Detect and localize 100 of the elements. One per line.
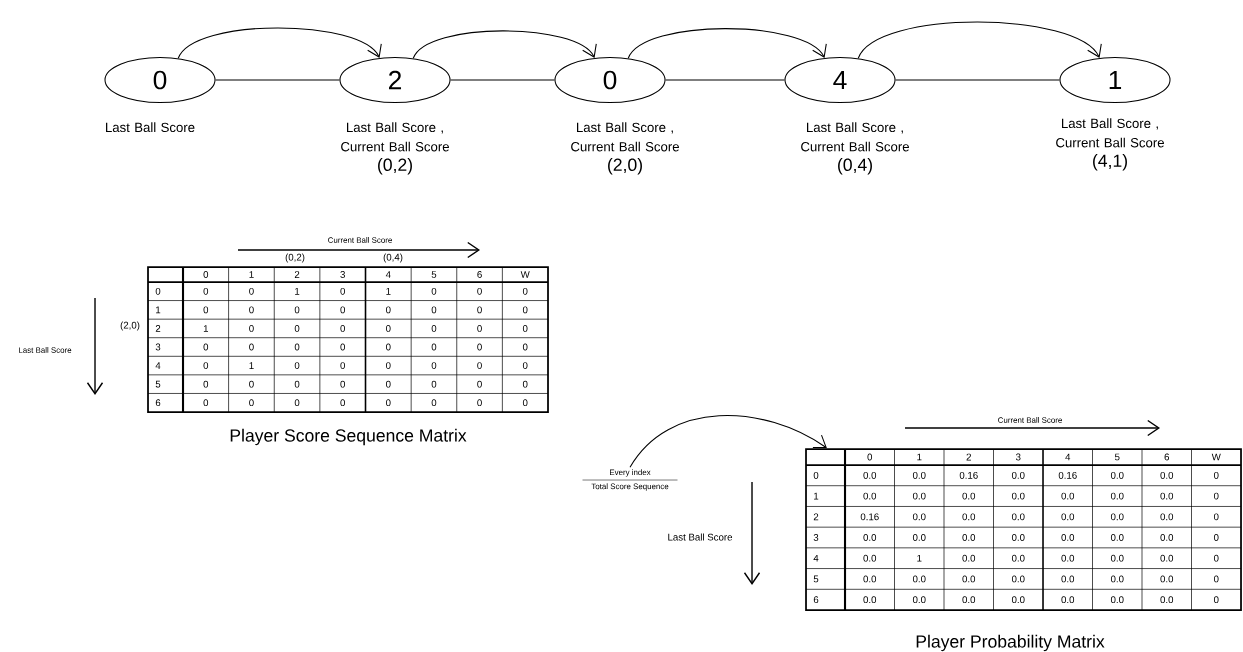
- cell-value: 0.0: [1011, 513, 1025, 521]
- cell-value: 0.0: [1061, 596, 1075, 604]
- cell-value: 0.0: [1160, 492, 1174, 500]
- cell-value: 0.0: [1110, 534, 1124, 541]
- column-header: 3: [1015, 453, 1021, 461]
- cell-value: 0: [340, 287, 345, 295]
- score-caption: Last Ball Score , Current Ball Score: [801, 122, 909, 152]
- cell-value: 0: [431, 399, 437, 407]
- score-caption: Last Ball Score , Current Ball Score: [341, 122, 449, 152]
- curved-arrow: [412, 30, 597, 59]
- cell-value: 0: [203, 380, 209, 388]
- cell-value: 0.0: [863, 575, 877, 583]
- cell-value: 0.0: [1011, 596, 1025, 604]
- cell-value: 0: [294, 343, 300, 351]
- cell-value: 0: [249, 399, 254, 407]
- cell-value: 0.0: [1160, 513, 1174, 521]
- connector-line: [215, 79, 340, 81]
- column-header: 4: [1065, 453, 1071, 461]
- row-header: 1: [814, 492, 819, 500]
- cell-value: 1: [203, 325, 209, 332]
- cell-value: 0: [386, 399, 391, 407]
- cell-value: 0.0: [863, 596, 877, 604]
- row-header: 2: [813, 513, 819, 521]
- row-header: 5: [813, 575, 819, 583]
- curved-arrow: [857, 21, 1102, 59]
- row-header: 2: [155, 325, 161, 332]
- cell-value: 0.0: [1110, 513, 1124, 521]
- cell-value: 0.0: [962, 534, 976, 541]
- cell-value: 0: [386, 380, 391, 388]
- cell-value: 0: [522, 362, 528, 369]
- cell-value: 0: [477, 362, 482, 369]
- cell-value: 0.0: [962, 596, 976, 604]
- curved-arrow: [177, 27, 382, 59]
- cell-value: 0: [431, 362, 437, 369]
- row-header: 5: [155, 380, 161, 388]
- cell-value: 0.16: [959, 471, 978, 479]
- table-caption: Player Score Sequence Matrix: [230, 428, 467, 446]
- cell-value: 0.16: [1058, 471, 1077, 479]
- connector-line: [665, 79, 785, 81]
- cell-value: 0.0: [1061, 554, 1075, 562]
- cell-value: 0: [522, 287, 528, 295]
- cell-value: 0.0: [1160, 534, 1174, 541]
- curved-arrow: [627, 28, 827, 59]
- cell-value: 0.0: [1011, 471, 1025, 479]
- cell-value: 0: [522, 380, 528, 388]
- cell-value: 0: [1213, 596, 1219, 604]
- cell-value: 0: [203, 399, 209, 407]
- cell-value: 0: [340, 343, 345, 351]
- cell-value: 0: [431, 287, 437, 295]
- cell-value: 0: [294, 325, 300, 332]
- cell-value: 0.0: [1061, 534, 1075, 541]
- cell-value: 0.0: [863, 554, 877, 562]
- cell-value: 0.0: [1011, 534, 1025, 541]
- cell-value: 0.0: [1160, 575, 1174, 583]
- cell-value: 0: [294, 399, 300, 407]
- cell-value: 0.0: [1061, 513, 1075, 521]
- cell-value: 0: [1213, 534, 1219, 541]
- cell-value: 0: [203, 287, 209, 295]
- cell-value: 0: [431, 380, 437, 388]
- cell-value: 0.0: [863, 471, 877, 479]
- connector-line: [895, 79, 1060, 81]
- row-header: 1: [156, 306, 161, 314]
- cell-value: 0.0: [1110, 596, 1124, 604]
- cell-value: 0: [203, 343, 209, 351]
- cell-value: 0.0: [1110, 471, 1124, 479]
- cell-value: 0: [249, 380, 254, 388]
- cell-value: 0.0: [912, 534, 926, 541]
- cell-value: 0.0: [1160, 554, 1174, 562]
- cell-value: 0: [249, 325, 254, 332]
- column-header: 5: [431, 271, 437, 278]
- cell-value: 0: [522, 399, 528, 407]
- cell-value: 0: [477, 325, 482, 332]
- cell-value: 0.0: [1160, 596, 1174, 604]
- row-header: 6: [813, 596, 819, 604]
- column-header: 0: [203, 271, 209, 278]
- table-caption: Player Probability Matrix: [916, 634, 1105, 652]
- cell-value: 0: [203, 306, 209, 314]
- column-header: W: [1211, 453, 1221, 461]
- cell-value: 0.0: [962, 492, 976, 500]
- cell-value: 0: [203, 362, 209, 369]
- cell-value: 0.0: [1011, 575, 1025, 583]
- cell-value: 0: [477, 306, 482, 314]
- cell-value: 0.0: [1061, 575, 1075, 583]
- cell-value: 0: [340, 362, 345, 369]
- cell-value: 0: [1213, 513, 1219, 521]
- cell-value: 0: [294, 380, 300, 388]
- cell-value: 0.0: [863, 492, 877, 500]
- cell-value: 0: [386, 362, 391, 369]
- cell-value: 0.0: [962, 513, 976, 521]
- score-caption: Last Ball Score: [106, 122, 195, 133]
- column-header: 1: [917, 453, 922, 461]
- score-caption: Last Ball Score , Current Ball Score: [1056, 118, 1164, 148]
- cell-value: 0.0: [1061, 492, 1075, 500]
- cell-value: 0: [294, 362, 300, 369]
- cell-value: 0.16: [860, 513, 879, 521]
- cell-value: 0: [386, 306, 391, 314]
- column-header: 1: [249, 271, 254, 278]
- cell-value: 0.0: [912, 471, 926, 479]
- column-header: 6: [477, 271, 482, 278]
- column-header: 3: [340, 271, 345, 278]
